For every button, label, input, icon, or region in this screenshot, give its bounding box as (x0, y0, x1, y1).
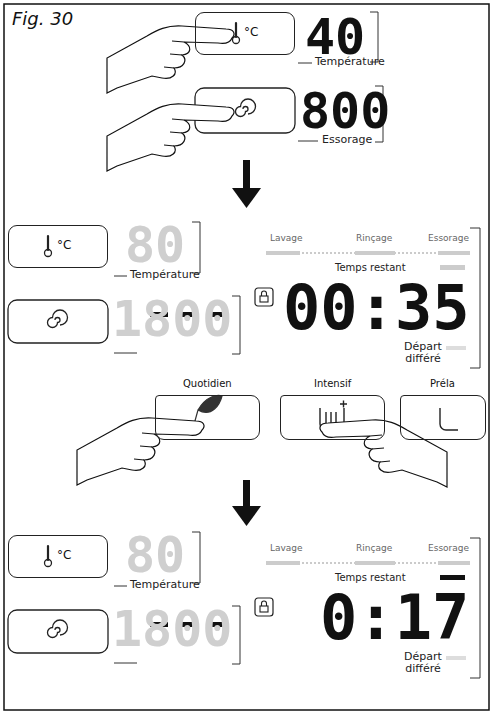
unit-label: °C (57, 548, 71, 562)
temperature-button: °C (8, 225, 108, 268)
display-label: Température (130, 269, 200, 282)
program-name: Intensif (314, 378, 351, 389)
program-name: Préla (430, 378, 455, 389)
display-digits: 800 (300, 86, 390, 136)
phase-label: Essorage (428, 543, 469, 553)
temperature-button: °C (195, 12, 295, 55)
display-label: Température (130, 579, 200, 592)
panel-label: Temps restant (335, 572, 406, 584)
panel-label: Départ différé (388, 341, 458, 365)
program-button: Intensif (280, 395, 385, 440)
panel-label: Départ différé (388, 651, 458, 675)
phase-label: Rinçage (356, 543, 392, 553)
display-label: Essorage (322, 134, 372, 147)
display-digits-dim: 1800 (112, 294, 232, 344)
display-label: Température (315, 56, 385, 69)
temperature-button: °C (8, 535, 108, 578)
panel-label: Temps restant (335, 262, 406, 274)
program-name: Quotidien (183, 378, 232, 389)
unit-label: °C (244, 25, 258, 39)
unit-label: °C (57, 238, 71, 252)
timer-digits: 0:17 (320, 587, 469, 649)
display-digits: 40 (305, 12, 365, 62)
display-digits-dim: 1800 (112, 604, 232, 654)
phase-label: Essorage (428, 233, 469, 243)
phase-label: Lavage (270, 233, 303, 243)
program-button: Préla (400, 395, 486, 440)
display-digits-dim: 80 (125, 220, 185, 270)
phase-label: Rinçage (356, 233, 392, 243)
display-digits-dim: 80 (125, 530, 185, 580)
phase-label: Lavage (270, 543, 303, 553)
program-button: Quotidien (155, 395, 260, 440)
figure-title: Fig. 30 (12, 8, 73, 29)
timer-digits: 00:35 (283, 277, 470, 339)
